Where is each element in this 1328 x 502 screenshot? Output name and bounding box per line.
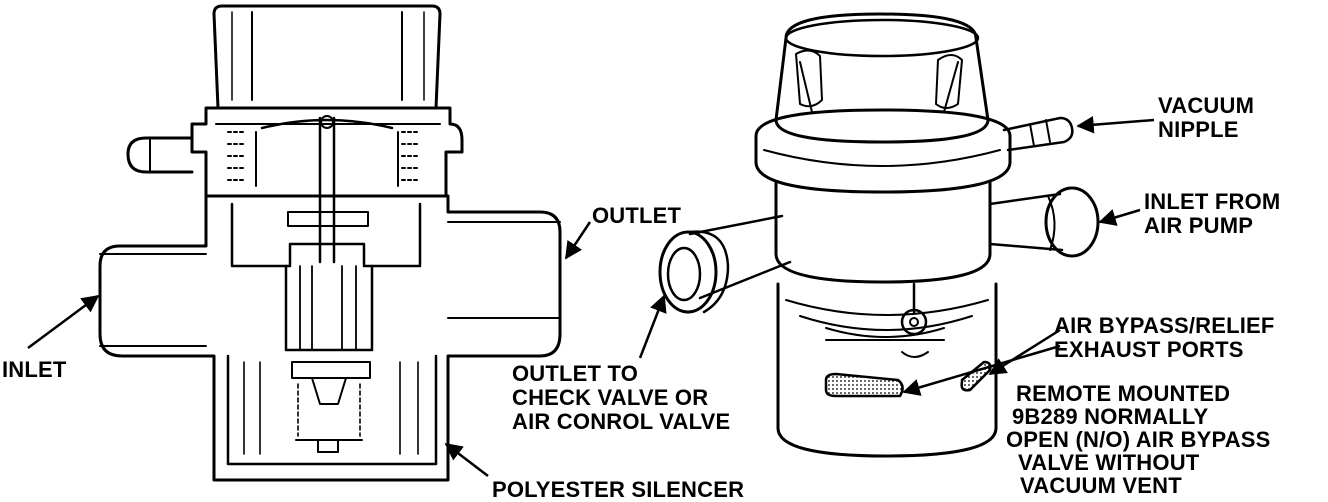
label-line: OUTLET TO <box>512 361 639 386</box>
exterior-middle-body <box>774 180 992 284</box>
label-line: INLET FROM <box>1144 189 1281 214</box>
cutaway-silencer <box>226 354 438 466</box>
leader-inlet-from-pump <box>1098 208 1141 226</box>
label-line: 9B289 NORMALLY <box>1012 404 1209 429</box>
leader-lines <box>27 116 1155 477</box>
cutaway-vacuum-nipple <box>126 136 194 174</box>
cutaway-main-body <box>98 194 562 482</box>
label-polyester-silencer: POLYESTER SILENCER <box>492 477 745 502</box>
label-line: NIPPLE <box>1158 117 1239 142</box>
label-inlet: INLET <box>2 357 67 382</box>
exterior-exhaust-port-2 <box>960 360 992 392</box>
leader-outlet-to-check <box>638 294 667 359</box>
label-outlet-to-check-valve: OUTLET TO CHECK VALVE OR AIR CONROL VALV… <box>512 362 730 434</box>
leader-polyester-silencer <box>444 442 489 477</box>
label-remote-mounted: REMOTE MOUNTED 9B289 NORMALLY OPEN (N/O)… <box>1006 382 1271 497</box>
leader-bypass-port-2 <box>988 328 1061 376</box>
leader-inlet <box>27 294 100 350</box>
label-line: VACUUM VENT <box>1020 473 1182 498</box>
label-vacuum-nipple: VACUUM NIPPLE <box>1158 94 1254 142</box>
label-line: VALVE WITHOUT <box>1018 450 1200 475</box>
exterior-outlet-tube <box>688 214 792 300</box>
cutaway-outlet-tube <box>447 221 561 319</box>
label-inlet-from-air-pump: INLET FROM AIR PUMP <box>1144 190 1280 238</box>
exterior-top-cap <box>774 12 990 144</box>
cutaway-top-cap <box>212 4 442 110</box>
exterior-exhaust-port-1 <box>824 372 904 398</box>
exterior-flange <box>754 108 1012 194</box>
label-line: VACUUM <box>1158 93 1255 118</box>
label-air-bypass-exhaust-ports: AIR BYPASS/RELIEF EXHAUST PORTS <box>1054 314 1275 362</box>
leader-outlet <box>564 221 592 260</box>
cutaway-diaphragm-flange <box>190 106 464 198</box>
label-line: AIR CONROL VALVE <box>512 409 731 434</box>
exterior-lower-canister <box>776 282 998 458</box>
cutaway-valve <box>98 4 562 482</box>
leader-bypass-port-1 <box>902 344 1061 396</box>
cutaway-inlet-tube <box>99 253 207 347</box>
leader-vacuum-nipple <box>1076 116 1155 134</box>
label-line: OPEN (N/O) AIR BYPASS <box>1006 427 1271 452</box>
label-line: CHECK VALVE OR <box>512 385 709 410</box>
label-line: REMOTE MOUNTED <box>1016 381 1231 406</box>
exterior-vacuum-nipple <box>1002 116 1074 152</box>
label-outlet: OUTLET <box>592 203 682 228</box>
label-line: AIR PUMP <box>1144 213 1254 238</box>
cutaway-valve-stem <box>318 116 336 264</box>
label-line: EXHAUST PORTS <box>1054 337 1244 362</box>
exterior-valve <box>658 12 1100 458</box>
label-line: AIR BYPASS/RELIEF <box>1054 313 1275 338</box>
